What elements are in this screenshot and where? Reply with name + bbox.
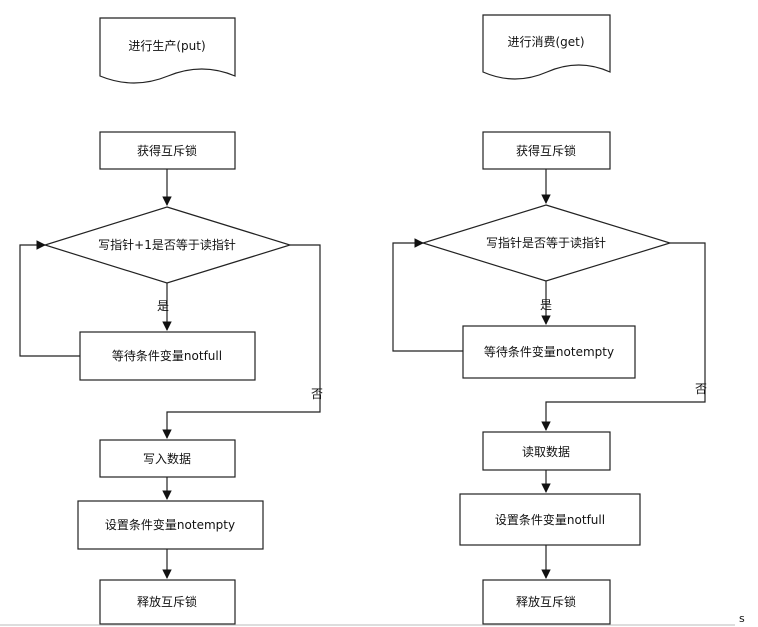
right-edge-no (541, 242, 706, 431)
left-wait-node (79, 331, 256, 381)
left-write-label: 写入数据 (143, 451, 191, 466)
right-setcond-label: 设置条件变量notfull (495, 512, 605, 527)
right-lock-label: 获得互斥锁 (516, 143, 576, 158)
right-read-label: 读取数据 (522, 444, 570, 459)
right-read-node (482, 431, 611, 471)
left-edge-loop (19, 240, 80, 357)
left-no-label: 否 (311, 387, 323, 401)
left-wait-label: 等待条件变量notfull (112, 348, 222, 363)
right-release-label: 释放互斥锁 (516, 594, 576, 609)
left-release-label: 释放互斥锁 (137, 594, 197, 609)
left-lock-label: 获得互斥锁 (137, 143, 197, 158)
right-yes-label: 是 (540, 298, 552, 312)
left-release-node (99, 579, 236, 625)
right-lock-node (482, 131, 611, 170)
left-setcond-node (77, 500, 264, 550)
right-flow: 进行消费(get) 获得互斥锁 写指针是否等于读指针 是 等待条件变量notem… (392, 14, 707, 625)
left-lock-node (99, 131, 236, 170)
right-setcond-node (459, 493, 641, 546)
left-write-node (99, 439, 236, 478)
left-start-label: 进行生产(put) (128, 39, 205, 53)
right-wait-node (462, 325, 636, 379)
right-edge-loop (392, 238, 463, 352)
right-release-node (482, 579, 611, 625)
left-edge-no (162, 244, 321, 439)
right-no-label: 否 (695, 382, 707, 396)
right-start-label: 进行消费(get) (507, 35, 584, 49)
left-start-node (99, 17, 236, 84)
right-decision-label: 写指针是否等于读指针 (486, 235, 606, 250)
corner-letter: s (739, 612, 745, 625)
right-wait-label: 等待条件变量notempty (484, 344, 614, 359)
left-yes-label: 是 (157, 299, 169, 313)
left-decision-label: 写指针+1是否等于读指针 (98, 237, 236, 252)
left-flow: 进行生产(put) 获得互斥锁 写指针+1是否等于读指针 是 等待条件变量not… (19, 17, 323, 625)
left-setcond-label: 设置条件变量notempty (105, 517, 235, 532)
right-start-node (482, 14, 611, 80)
